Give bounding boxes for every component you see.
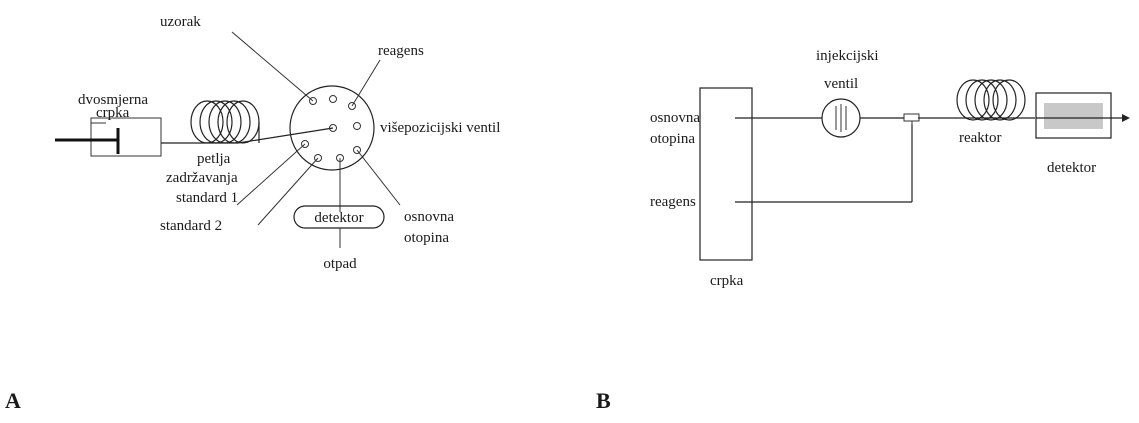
port-right (353, 122, 361, 130)
port-sample (309, 97, 317, 105)
port-standard1 (314, 154, 322, 162)
panel-a-leaders (231, 31, 401, 248)
panel-label-a: A (5, 388, 21, 413)
label-reagent-a: reagens (378, 43, 424, 59)
label-pump-b: crpka (710, 273, 744, 289)
label-waste: otpad (323, 256, 357, 272)
label-detector-a: detektor (314, 210, 363, 226)
label-base-line1-b: osnovna (650, 110, 700, 126)
detector-box-a (293, 205, 385, 229)
port-top (329, 95, 337, 103)
detector-b (1035, 92, 1130, 139)
panel-a: uzorak reagens dvosmjerna crpka petlja z… (5, 14, 500, 413)
label-sample: uzorak (160, 14, 201, 30)
loop-to-valve-line (237, 127, 334, 144)
port-center (329, 124, 337, 132)
label-base-line2-b: otopina (650, 131, 695, 147)
port-reagent (348, 102, 356, 110)
reactor-coil (956, 79, 1035, 121)
label-detector-b: detektor (1047, 160, 1096, 176)
peristaltic-pump (699, 87, 753, 261)
port-left (301, 140, 309, 148)
label-base-line2-a: otopina (404, 230, 449, 246)
valve-body (289, 85, 375, 171)
label-standard1: standard 1 (176, 190, 238, 206)
label-injection-line2: ventil (824, 76, 858, 92)
panel-b: injekcijski ventil osnovna otopina reage… (596, 48, 1130, 413)
panel-label-b: B (596, 388, 611, 413)
label-loop-line1: petlja (197, 151, 231, 167)
label-reagent-b: reagens (650, 194, 696, 210)
holding-loop-coil (161, 100, 334, 144)
bidirectional-pump (55, 117, 162, 157)
injection-valve (821, 98, 861, 138)
label-reactor: reaktor (959, 130, 1001, 146)
merge-tee (903, 113, 920, 125)
pump-barrel (90, 117, 162, 157)
outflow-arrow-icon (1122, 114, 1130, 122)
label-standard2: standard 2 (160, 218, 222, 234)
label-pump-line1: dvosmjerna (78, 92, 148, 108)
port-base (353, 146, 361, 154)
label-valve: višepozicijski ventil (380, 120, 500, 136)
label-injection-line1: injekcijski (816, 48, 879, 64)
multiposition-valve (289, 85, 375, 171)
label-base-line1-a: osnovna (404, 209, 454, 225)
label-loop-line2: zadržavanja (166, 170, 238, 186)
label-pump-line2: crpka (96, 105, 130, 121)
